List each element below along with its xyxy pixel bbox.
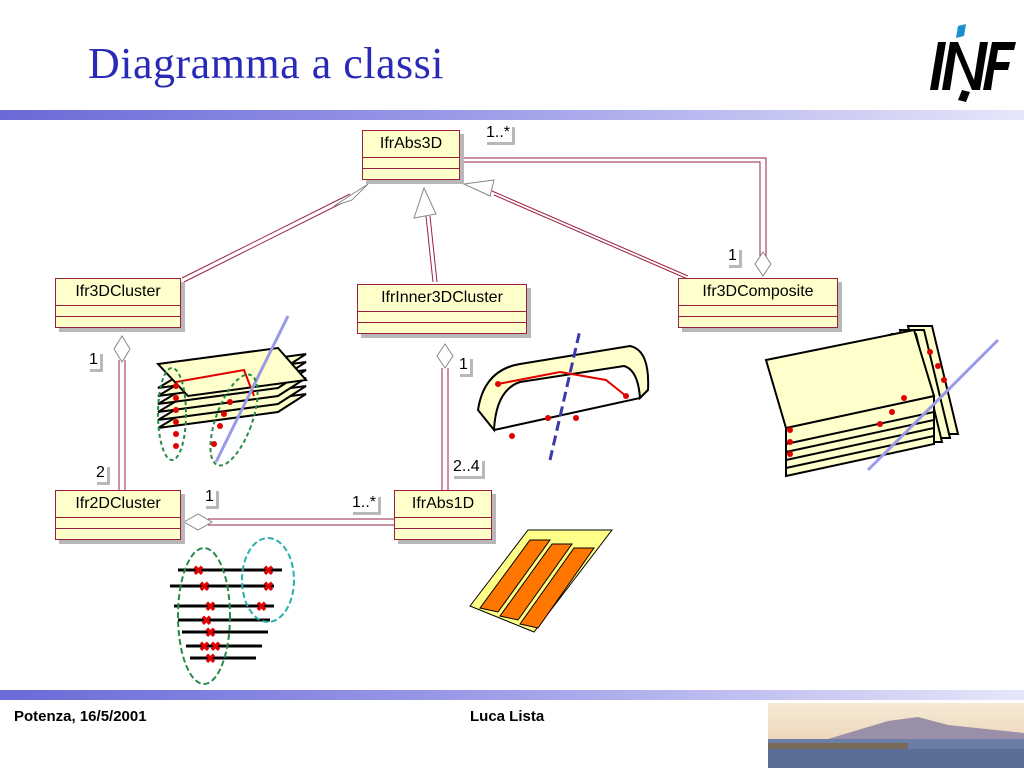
class-name: Ifr3DComposite [679,279,837,306]
class-name: IfrAbs1D [395,491,491,518]
class-ifr-abs1d[interactable]: IfrAbs1D [394,490,492,540]
class-ifr-abs3d[interactable]: IfrAbs3D [362,130,460,180]
class-operations-section [56,317,180,327]
footer-location-date: Potenza, 16/5/2001 [14,708,147,725]
svg-text:✖: ✖ [210,639,221,654]
multiplicity-label: 1 [726,247,739,265]
generalization-lines [181,190,691,283]
inheritance-arrowheads [333,179,495,219]
composite-aggregation-line [461,157,767,256]
class-ifr-3d-cluster[interactable]: Ifr3DCluster [55,278,181,328]
class-ifr-inner-3d-cluster[interactable]: IfrInner3DCluster [357,284,527,334]
cluster2d-sketch: ✖✖ ✖✖ ✖✖ ✖ ✖ ✖✖ ✖ [170,537,295,685]
class-name: IfrInner3DCluster [358,285,526,312]
multiplicity-label: 1..* [350,494,379,512]
class-name: Ifr2DCluster [56,491,180,518]
svg-text:✖: ✖ [205,625,216,640]
cluster3d-cluster2d-line [118,360,126,490]
top-divider-band [0,110,1024,120]
svg-text:✖: ✖ [205,599,216,614]
class-operations-section [358,323,526,333]
svg-text:✖: ✖ [201,613,212,628]
class-ifr-3d-composite[interactable]: Ifr3DComposite [678,278,838,328]
multiplicity-label: 2..4 [451,458,482,476]
class-operations-section [395,529,491,539]
inner3d-abs1d-line [441,368,449,490]
slide-title: Diagramma a classi [88,39,444,88]
class-attributes-section [679,306,837,317]
class-attributes-section [363,158,459,169]
class-name: Ifr3DCluster [56,279,180,306]
class-attributes-section [56,306,180,317]
svg-text:✖: ✖ [256,599,267,614]
svg-text:✖: ✖ [205,651,216,666]
inner3d-diamond [436,343,454,369]
multiplicity-label: 2 [94,464,107,482]
cluster2d-abs1d-line [208,518,394,526]
class-operations-section [679,317,837,327]
svg-text:✖: ✖ [193,563,204,578]
multiplicity-label: 1..* [484,124,513,142]
multiplicity-label: 1 [87,351,100,369]
class-name: IfrAbs3D [363,131,459,158]
multiplicity-label: 1 [457,356,470,374]
svg-text:✖: ✖ [199,579,210,594]
class-ifr-2d-cluster[interactable]: Ifr2DCluster [55,490,181,540]
svg-text:✖: ✖ [263,563,274,578]
footer-author: Luca Lista [470,708,545,725]
class-operations-section [56,529,180,539]
composite-diamond [754,251,772,277]
cluster2d-diamond [182,513,214,531]
abs1d-sketch [469,529,614,633]
multiplicity-label: 1 [203,488,216,506]
panorama-photo [768,703,1024,768]
bottom-divider-band [0,690,1024,700]
class-attributes-section [56,518,180,529]
cluster3d-diamond [113,335,131,363]
cluster3d-sketch [155,315,308,467]
inner3d-sketch [476,329,650,461]
class-attributes-section [358,312,526,323]
class-operations-section [363,169,459,179]
svg-text:✖: ✖ [199,639,210,654]
svg-text:✖: ✖ [263,579,274,594]
class-attributes-section [395,518,491,529]
infn-logo [930,24,1016,102]
composite3d-sketch [764,325,1000,478]
